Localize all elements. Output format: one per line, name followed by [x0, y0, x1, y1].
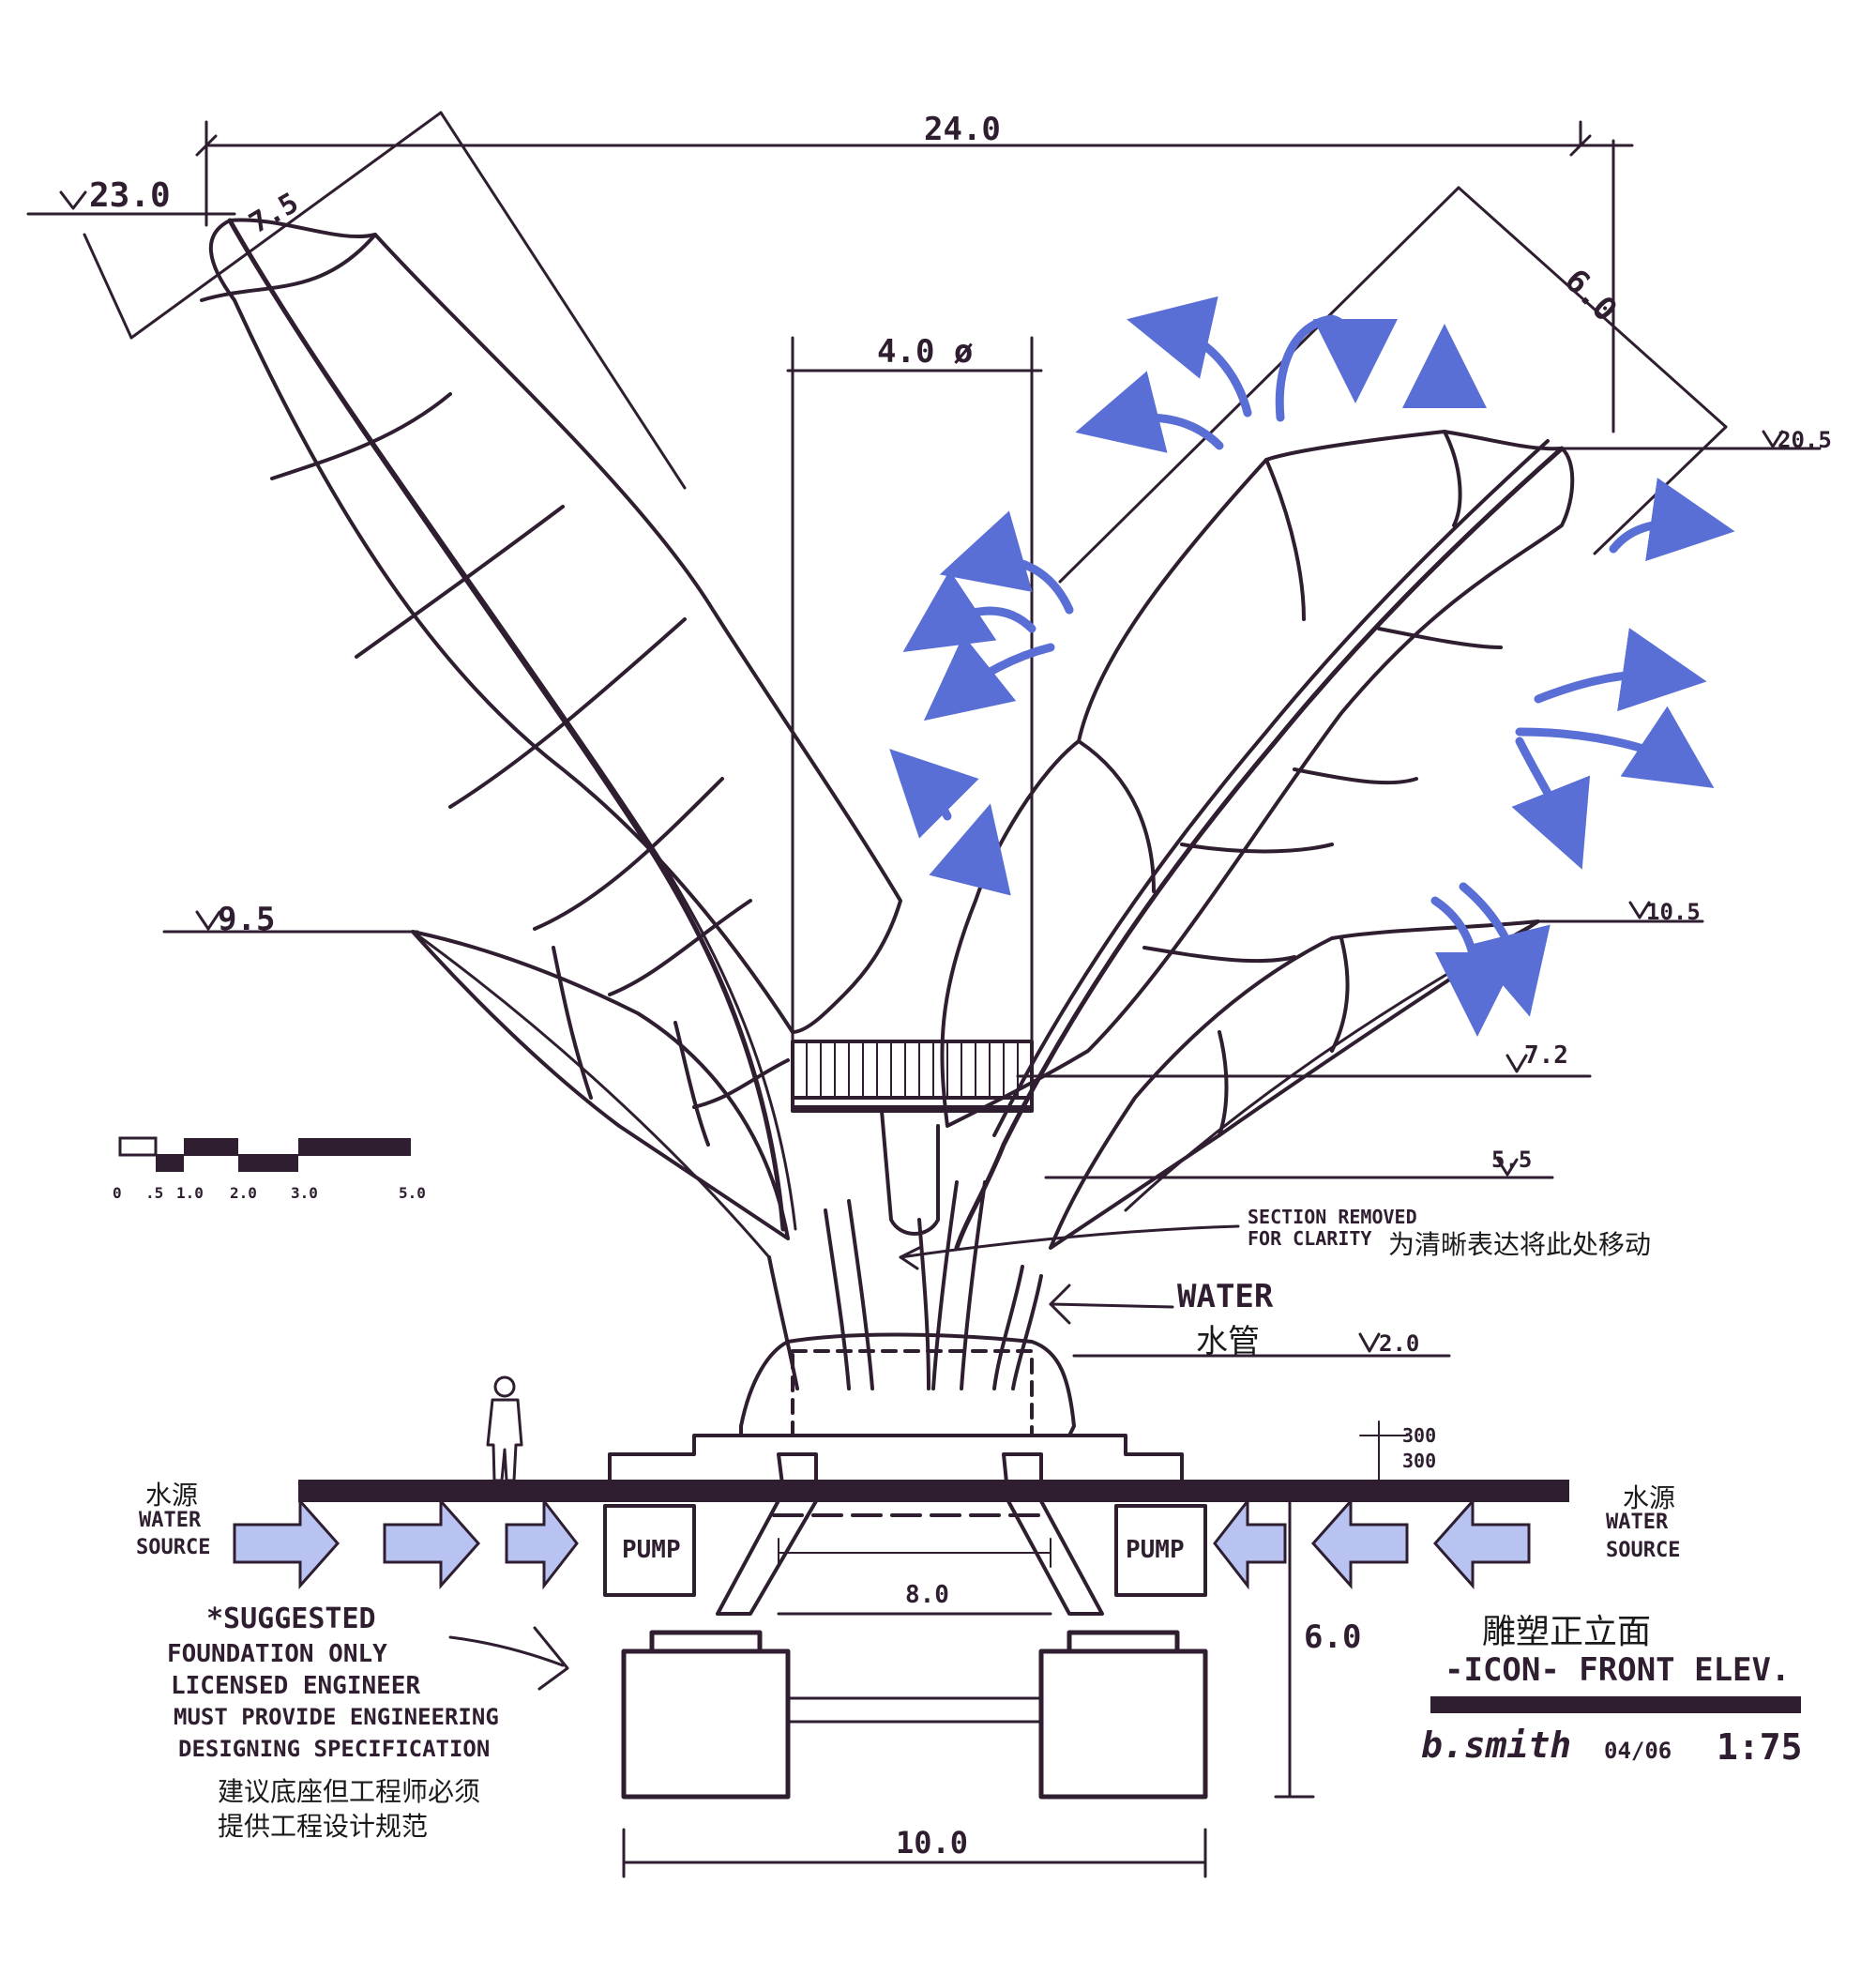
water-label: WATER [1177, 1278, 1274, 1315]
foundation-note-cn-2: 提供工程设计规范 [218, 1811, 429, 1842]
section-removed-note-cn: 为清晰表达将此处移动 [1388, 1229, 1652, 1260]
level-label-10-5: 10.5 [1646, 899, 1701, 925]
tie-beam [786, 1696, 1043, 1724]
title-cn: 雕塑正立面 [1482, 1613, 1652, 1651]
water-source-right-en-2: SOURCE [1606, 1539, 1681, 1562]
left-small-leaf [411, 930, 790, 1259]
water-source-right-en-1: WATER [1606, 1511, 1669, 1534]
pump-left-label: PUMP [622, 1536, 681, 1564]
level-label-23: 23.0 [89, 176, 171, 215]
author-signature: b.smith [1421, 1724, 1572, 1766]
platform-diameter-dimension [786, 336, 1043, 1081]
scale-tick-0: 0 [113, 1184, 122, 1202]
scale-tick-3: 3.0 [291, 1184, 318, 1202]
water-spray-arrows [889, 296, 1735, 1037]
level-label-9-5: 9.5 [218, 901, 276, 938]
overall-width-label: 24.0 [924, 111, 1001, 148]
water-source-left-en-2: SOURCE [136, 1536, 211, 1559]
foundation-note-5: DESIGNING SPECIFICATION [178, 1736, 491, 1762]
title-underline [1430, 1696, 1801, 1713]
underground-pipes [716, 1452, 1104, 1616]
foundation-note-2: FOUNDATION ONLY [167, 1640, 387, 1668]
scale-tick-0-5: .5 [145, 1184, 164, 1202]
footing-depth-label: 6.0 [1304, 1618, 1362, 1656]
base-tier-1-label: 300 [1402, 1424, 1437, 1447]
section-removed-note-2: FOR CLARITY [1248, 1227, 1372, 1250]
left-big-leaf [200, 218, 902, 1232]
pump-right-label: PUMP [1126, 1536, 1185, 1564]
right-small-leaf [1049, 919, 1540, 1250]
water-source-arrows-right [1213, 1496, 1531, 1590]
ground-line [298, 1480, 1569, 1502]
pump-left [603, 1504, 696, 1597]
water-source-arrows-left [233, 1496, 579, 1590]
human-figure-icon [486, 1375, 523, 1482]
platform-diameter-label: 4.0 ø [877, 333, 974, 371]
pipe-bundle [767, 1180, 1043, 1390]
scale-tick-5: 5.0 [399, 1184, 426, 1202]
footing-dimensions [622, 1499, 1315, 1878]
level-label-20-5: 20.5 [1778, 427, 1832, 453]
water-label-cn: 水管 [1196, 1323, 1260, 1360]
pump-right [1114, 1504, 1207, 1597]
footing-left [621, 1630, 791, 1800]
title-en: -ICON- FRONT ELEV. [1445, 1651, 1791, 1689]
right-leaf-length-dimension [1058, 139, 1728, 584]
left-leaf-length-dimension [83, 111, 687, 490]
foundation-note-1: *SUGGESTED [206, 1603, 376, 1635]
scale-tick-2: 2.0 [230, 1184, 257, 1202]
overall-width-dimension [195, 120, 1634, 227]
drawing-scale: 1:75 [1717, 1726, 1803, 1768]
pipe-spacing-label: 8.0 [905, 1581, 949, 1609]
level-label-5-5: 5.5 [1491, 1147, 1533, 1173]
water-source-right-cn: 水源 [1623, 1482, 1676, 1513]
section-removed-note-1: SECTION REMOVED [1248, 1206, 1417, 1228]
right-big-leaf [940, 430, 1575, 1251]
water-source-left-en-1: WATER [139, 1509, 202, 1532]
rock-base [739, 1332, 1076, 1437]
water-source-left-cn: 水源 [145, 1480, 199, 1511]
scale-bar [118, 1136, 411, 1172]
leader-arrows [448, 1224, 1240, 1691]
scale-tick-1: 1.0 [176, 1184, 204, 1202]
footing-right [1038, 1630, 1208, 1800]
level-label-2-0: 2.0 [1379, 1330, 1420, 1357]
drawing-date: 04/06 [1604, 1738, 1672, 1764]
footing-span-label: 10.0 [896, 1825, 969, 1861]
level-label-7-2: 7.2 [1524, 1041, 1568, 1070]
foundation-note-cn-1: 建议底座但工程师必须 [218, 1776, 481, 1807]
foundation-note-3: LICENSED ENGINEER [171, 1672, 421, 1700]
foundation-note-4: MUST PROVIDE ENGINEERING [174, 1704, 499, 1730]
viewing-platform [791, 1040, 1034, 1236]
base-tier-2-label: 300 [1402, 1450, 1437, 1472]
